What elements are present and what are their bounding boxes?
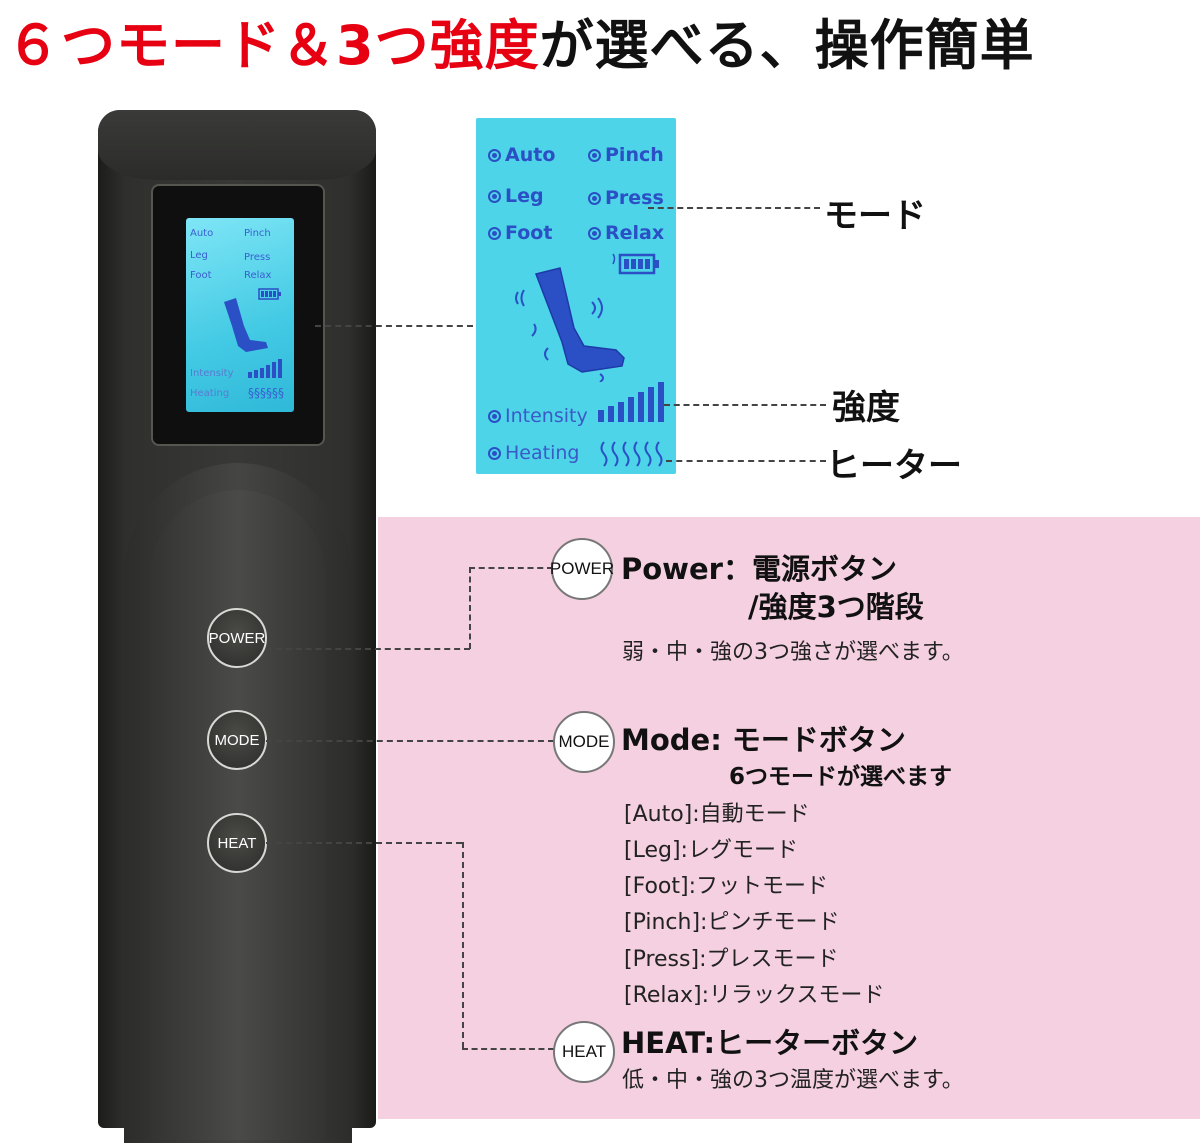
radio-dot-icon <box>588 192 601 205</box>
lcd-heating-label: Heating <box>505 442 580 464</box>
mode-subheading: 6つモードが選べます <box>729 764 953 790</box>
lcd-mode-press-label: Press <box>605 187 664 209</box>
power-leader-v <box>469 567 471 649</box>
mini-mode-foot: Foot <box>190 270 212 281</box>
page-title: ６つモード＆3つ強度が選べる、操作簡単 <box>6 4 1196 88</box>
lcd-mode-leg: Leg <box>488 185 544 207</box>
power-icon-label: POWER <box>549 559 615 578</box>
lcd-detail-panel: Auto Pinch Leg Press Foot Relax Intensit… <box>476 118 676 474</box>
mini-heating-label: Heating <box>190 388 230 399</box>
lcd-intensity-label: Intensity <box>505 405 588 427</box>
heat-leader-h2 <box>462 1048 554 1050</box>
info-panel-background <box>378 517 1200 1119</box>
power-heading: Power：電源ボタン <box>621 552 897 586</box>
heat-description: 低・中・強の3つ温度が選べます。 <box>622 1068 964 1093</box>
radio-dot-icon <box>488 447 501 460</box>
power-leader-h <box>266 648 470 650</box>
radio-dot-icon <box>488 227 501 240</box>
mode-item-foot: [Foot]:フットモード <box>624 874 828 899</box>
power-description: 弱・中・強の3つ強さが選べます。 <box>622 640 964 665</box>
remote-heat-button[interactable]: HEAT <box>207 813 267 873</box>
mode-btn-leader <box>266 740 554 742</box>
heat-leader-h <box>266 842 462 844</box>
screen-leader-line <box>315 325 473 327</box>
remote-mode-label: MODE <box>214 731 260 749</box>
mode-icon-label: MODE <box>558 732 610 751</box>
battery-icon <box>612 253 659 275</box>
mode-item-relax: [Relax]:リラックスモード <box>624 983 885 1008</box>
heat-icon-label: HEAT <box>561 1042 607 1061</box>
callout-intensity: 強度 <box>832 388 900 428</box>
lcd-mode-auto: Auto <box>488 144 555 166</box>
mini-signal-bars-icon <box>248 359 282 378</box>
mode-item-press: [Press]:プレスモード <box>624 947 839 972</box>
title-highlight: ６つモード＆3つ強度 <box>6 14 540 77</box>
mode-icon-circle: MODE <box>553 711 615 773</box>
mini-battery-icon <box>258 288 281 300</box>
mode-item-pinch: [Pinch]:ピンチモード <box>624 910 840 935</box>
lcd-mode-relax-label: Relax <box>605 222 665 244</box>
intensity-leader-line <box>664 404 826 406</box>
mode-heading: Mode: モードボタン <box>621 723 906 757</box>
lcd-mode-relax: Relax <box>588 222 664 244</box>
remote-heat-label: HEAT <box>217 834 257 852</box>
radio-dot-icon <box>488 410 501 423</box>
lcd-mode-foot-label: Foot <box>505 222 553 244</box>
power-leader-h2 <box>469 567 553 569</box>
mode-item-auto: [Auto]:自動モード <box>624 802 810 827</box>
mode-item-leg: [Leg]:レグモード <box>624 838 798 863</box>
lcd-mode-press: Press <box>588 187 664 209</box>
radio-dot-icon <box>488 149 501 162</box>
remote-lcd-screen: Auto Pinch Leg Press Foot Relax Intensit… <box>186 218 294 412</box>
callout-heater: ヒーター <box>826 446 962 486</box>
heat-icon-circle: HEAT <box>553 1021 615 1083</box>
leg-massage-icon <box>515 267 625 382</box>
heat-leader-v <box>462 842 464 1048</box>
lcd-intensity: Intensity <box>488 405 588 427</box>
lcd-heating: Heating <box>488 442 579 464</box>
title-rest: が選べる、操作簡単 <box>539 14 1035 77</box>
power-icon-circle: POWER <box>549 538 615 600</box>
mini-mode-leg: Leg <box>190 250 208 261</box>
remote-power-button[interactable]: POWER <box>207 608 267 668</box>
mode-leader-line <box>648 207 820 209</box>
mini-leg-icon <box>224 298 268 352</box>
mini-intensity-label: Intensity <box>190 368 234 379</box>
mini-mode-relax: Relax <box>244 270 272 281</box>
radio-dot-icon <box>588 227 601 240</box>
lcd-mode-leg-label: Leg <box>505 185 544 207</box>
lcd-mode-pinch-label: Pinch <box>605 144 664 166</box>
mini-mode-press: Press <box>244 252 271 263</box>
mini-heat-waves-icon: §§§§§§ <box>248 386 284 400</box>
mini-mode-auto: Auto <box>190 228 214 239</box>
heater-leader-line <box>666 460 826 462</box>
radio-dot-icon <box>488 190 501 203</box>
remote-mode-button[interactable]: MODE <box>207 710 267 770</box>
radio-dot-icon <box>588 149 601 162</box>
lcd-mode-auto-label: Auto <box>505 144 556 166</box>
mini-mode-pinch: Pinch <box>244 228 271 239</box>
power-subheading: /強度3つ階段 <box>748 590 924 624</box>
signal-bars-icon <box>598 382 664 422</box>
heat-waves-icon <box>600 441 663 467</box>
remote-power-label: POWER <box>208 629 266 647</box>
remote-top-cap <box>98 110 376 180</box>
lcd-mode-pinch: Pinch <box>588 144 664 166</box>
callout-mode: モード <box>824 196 926 236</box>
lcd-mode-foot: Foot <box>488 222 552 244</box>
heat-heading: HEAT:ヒーターボタン <box>621 1026 919 1060</box>
